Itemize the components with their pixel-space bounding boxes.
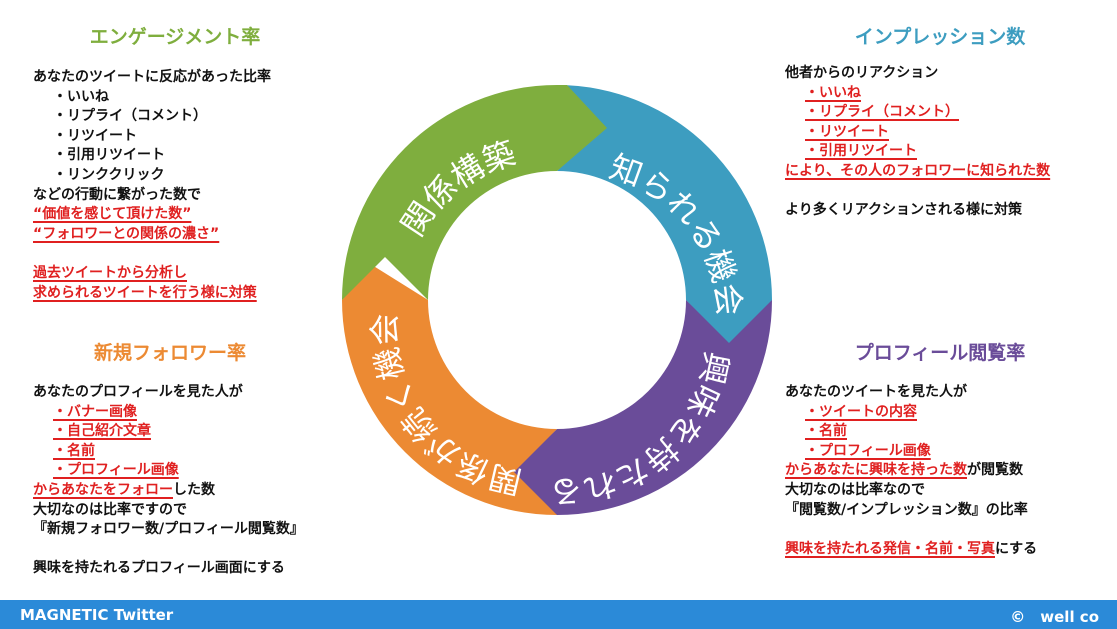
engagement-line-text: “フォロワーとの関係の濃さ”	[33, 225, 220, 242]
impressions-line: ・引用リツイート	[785, 142, 1050, 162]
footer-copyright: © well co	[1010, 608, 1099, 626]
new_followers-line: 『新規フォロワー数/プロフィール閲覧数』	[33, 520, 304, 540]
profile_views-line: 『閲覧数/インプレッション数』の比率	[785, 501, 1037, 521]
engagement-line-text: あなたのツイートに反応があった比率	[33, 69, 271, 85]
impressions-line-text: より多くリアクションされる様に対策	[785, 202, 1023, 219]
profile_views-line-segment: 興味を持たれる発信・名前・写真	[785, 540, 995, 557]
impressions-line: ・リプライ（コメント）	[785, 103, 1050, 123]
impressions-line-text: ・リプライ（コメント）	[805, 104, 959, 121]
segment-bottom-left	[342, 265, 557, 515]
engagement-line-text: ・リプライ（コメント）	[53, 108, 207, 125]
impressions-line-text: 他者からのリアクション	[785, 65, 939, 81]
profile_views-line: ・ツイートの内容	[785, 403, 1037, 423]
new_followers-line: ・バナー画像	[33, 403, 304, 423]
profile_views-line-segment: が閲覧数	[967, 462, 1023, 479]
new_followers-line-text: ・バナー画像	[53, 403, 137, 420]
impressions-line-text: ・リツイート	[805, 123, 889, 140]
engagement-line: ・リンククリック	[33, 166, 271, 186]
new_followers-line: 興味を持たれるプロフィール画面にする	[33, 559, 304, 579]
impressions-text: 他者からのリアクション・いいね・リプライ（コメント） ・リツイート・引用リツイート…	[785, 64, 1050, 221]
engagement-line: ・引用リツイート	[33, 146, 271, 166]
segment-top-right	[557, 85, 772, 360]
impressions-line: より多くリアクションされる様に対策	[785, 201, 1050, 221]
new_followers-line-segment: した数	[173, 481, 215, 498]
engagement-title: エンゲージメント率	[89, 26, 261, 48]
new_followers-line: ・自己紹介文章	[33, 422, 304, 442]
new_followers-line-text: ・自己紹介文章	[53, 423, 151, 440]
engagement-line-text: 過去ツイートから分析し	[33, 264, 187, 281]
engagement-line: あなたのツイートに反応があった比率	[33, 68, 271, 88]
profile_views-line: あなたのツイートを見た人が	[785, 383, 1037, 403]
new_followers-line: 大切なのは比率ですので	[33, 501, 304, 521]
impressions-line-text: ・引用リツイート	[805, 143, 917, 160]
impressions-title: インプレッション数	[854, 26, 1026, 48]
new_followers-line-text: 『新規フォロワー数/プロフィール閲覧数』	[33, 521, 304, 538]
segment-bottom-right	[497, 300, 772, 515]
profile_views-line: からあなたに興味を持った数が閲覧数	[785, 461, 1037, 481]
cycle-diagram: 関係構築 知られる機会 興味を持たれる 関係が続く機会	[342, 85, 772, 515]
new-followers-title: 新規フォロワー率	[93, 342, 246, 364]
new_followers-line: からあなたをフォローした数	[33, 481, 304, 501]
profile_views-line-text: 『閲覧数/インプレッション数』の比率	[785, 501, 1028, 518]
engagement-line-text: などの行動に繋がった数で	[33, 186, 201, 203]
profile_views-line: ・プロフィール画像	[785, 442, 1037, 462]
impressions-line-text: ・いいね	[805, 84, 861, 101]
engagement-line-text: 求められるツイートを行う様に対策	[33, 284, 257, 301]
engagement-line: などの行動に繋がった数で	[33, 186, 271, 206]
engagement-line: ・リツイート	[33, 127, 271, 147]
engagement-line-text: ・引用リツイート	[53, 147, 165, 164]
engagement-text: あなたのツイートに反応があった比率・いいね・リプライ（コメント） ・リツイート・引…	[33, 68, 271, 303]
profile_views-line-segment: にする	[995, 540, 1038, 557]
profile_views-line: 興味を持たれる発信・名前・写真にする	[785, 540, 1037, 560]
profile_views-line-text: 大切なのは比率なので	[785, 481, 925, 498]
engagement-line-text: “価値を感じて頂けた数”	[33, 206, 192, 223]
new_followers-line: ・プロフィール画像	[33, 461, 304, 481]
profile_views-line-text: ・名前	[805, 423, 847, 440]
profile_views-line-text: ・プロフィール画像	[805, 442, 931, 459]
engagement-line: 過去ツイートから分析し	[33, 264, 271, 284]
profile_views-line: 大切なのは比率なので	[785, 481, 1037, 501]
profile-views-text: あなたのツイートを見た人が・ツイートの内容・名前・プロフィール画像からあなたに興…	[785, 383, 1037, 559]
segment-top-left	[342, 85, 607, 300]
engagement-line: ・いいね	[33, 88, 271, 108]
engagement-line: ・リプライ（コメント）	[33, 107, 271, 127]
new_followers-line-segment: からあなたをフォロー	[33, 481, 173, 498]
profile_views-line-segment: からあなたに興味を持った数	[785, 462, 967, 479]
engagement-line: “価値を感じて頂けた数”	[33, 205, 271, 225]
footer-brand: MAGNETIC Twitter	[20, 606, 174, 624]
new-followers-text: あなたのプロフィールを見た人が・バナー画像・自己紹介文章・名前・プロフィール画像…	[33, 383, 304, 579]
engagement-line-text: ・リツイート	[53, 127, 137, 144]
profile_views-line-text: ・ツイートの内容	[805, 403, 917, 420]
profile_views-line: ・名前	[785, 422, 1037, 442]
engagement-line-text: ・いいね	[53, 88, 109, 105]
impressions-line-text: により、その人のフォロワーに知られた数	[785, 162, 1051, 179]
engagement-line: “フォロワーとの関係の濃さ”	[33, 225, 271, 245]
new_followers-line-text: ・プロフィール画像	[53, 462, 179, 479]
profile_views-line-text: あなたのツイートを見た人が	[785, 384, 967, 400]
impressions-line: ・いいね	[785, 84, 1050, 104]
engagement-line-text: ・リンククリック	[53, 166, 165, 183]
impressions-line: 他者からのリアクション	[785, 64, 1050, 84]
impressions-line: により、その人のフォロワーに知られた数	[785, 162, 1050, 182]
new_followers-line-text: 大切なのは比率ですので	[33, 501, 187, 518]
new_followers-line: ・名前	[33, 442, 304, 462]
impressions-line: ・リツイート	[785, 123, 1050, 143]
new_followers-line: あなたのプロフィールを見た人が	[33, 383, 304, 403]
engagement-line: 求められるツイートを行う様に対策	[33, 284, 271, 304]
footer-bar: MAGNETIC Twitter © well co	[0, 600, 1117, 629]
new_followers-line-text: ・名前	[53, 442, 95, 459]
profile-views-title: プロフィール閲覧率	[854, 342, 1026, 364]
new_followers-line-text: 興味を持たれるプロフィール画面にする	[33, 560, 285, 577]
new_followers-line-text: あなたのプロフィールを見た人が	[33, 384, 243, 400]
